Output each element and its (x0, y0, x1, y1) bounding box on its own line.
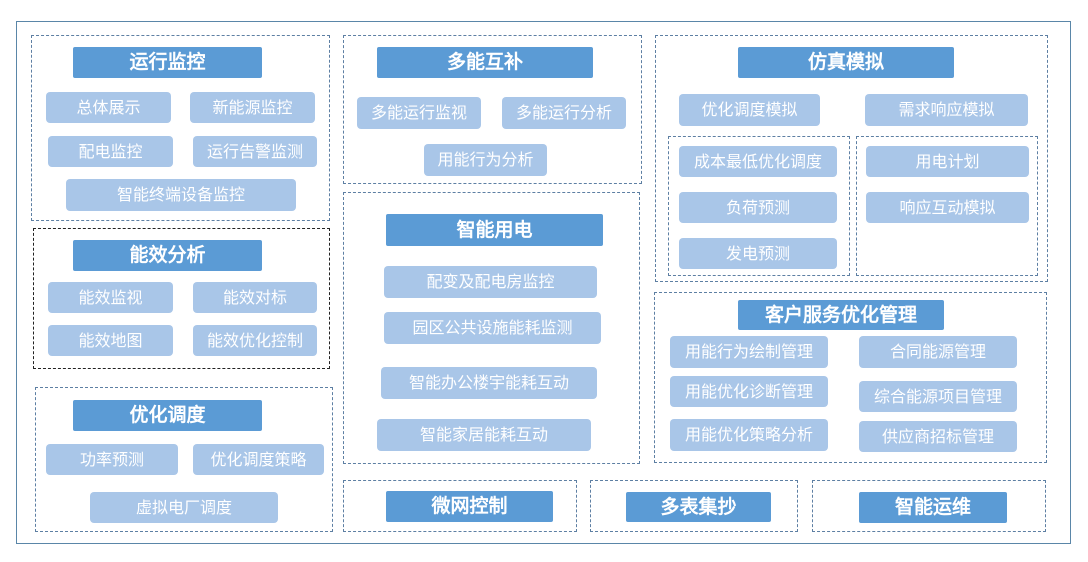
power-forecast-item[interactable]: 功率预测 (46, 444, 178, 475)
transformer-room-monitoring-item[interactable]: 配变及配电房监控 (384, 266, 597, 298)
panel-smart-power-use (343, 192, 640, 464)
generation-forecast-item[interactable]: 发电预测 (679, 238, 837, 269)
multi-energy-title: 多能互补 (377, 47, 593, 78)
smart-power-use-title: 智能用电 (386, 214, 603, 246)
power-plan-item[interactable]: 用电计划 (866, 146, 1029, 177)
operation-monitoring-title: 运行监控 (73, 47, 262, 78)
operation-alarm-monitoring-item[interactable]: 运行告警监测 (193, 136, 317, 167)
outer-frame (16, 21, 1071, 544)
multi-energy-analysis-item[interactable]: 多能运行分析 (502, 97, 626, 129)
response-interaction-item[interactable]: 响应互动模拟 (866, 192, 1029, 223)
smart-ops-title[interactable]: 智能运维 (859, 492, 1007, 523)
panel-meter-reading (590, 480, 798, 532)
panel-operation-monitoring (31, 35, 330, 221)
panel-energy-efficiency (33, 228, 330, 369)
virtual-power-plant-item[interactable]: 虚拟电厂调度 (90, 492, 278, 523)
behavior-management-item[interactable]: 用能行为绘制管理 (670, 336, 828, 368)
smart-office-interaction-item[interactable]: 智能办公楼宇能耗互动 (381, 367, 597, 399)
microgrid-control-title[interactable]: 微网控制 (386, 491, 553, 522)
panel-multi-energy (343, 35, 642, 184)
multi-energy-monitor-item[interactable]: 多能运行监视 (357, 97, 481, 129)
energy-behavior-analysis-item[interactable]: 用能行为分析 (424, 144, 547, 176)
simulation-right-group (856, 136, 1038, 276)
efficiency-benchmark-item[interactable]: 能效对标 (193, 282, 317, 313)
smart-terminal-monitoring-item[interactable]: 智能终端设备监控 (66, 179, 296, 211)
meter-reading-title[interactable]: 多表集抄 (626, 492, 771, 522)
supplier-bidding-item[interactable]: 供应商招标管理 (859, 421, 1017, 452)
overall-display-item[interactable]: 总体展示 (46, 92, 171, 123)
panel-smart-ops (812, 480, 1046, 532)
panel-simulation (655, 35, 1048, 282)
diagnosis-management-item[interactable]: 用能优化诊断管理 (670, 376, 828, 407)
simulation-left-group (668, 136, 850, 276)
panel-optimized-dispatch (35, 387, 333, 532)
demand-response-simulation-item[interactable]: 需求响应模拟 (865, 94, 1028, 126)
dispatch-strategy-item[interactable]: 优化调度策略 (193, 444, 324, 475)
smart-home-interaction-item[interactable]: 智能家居能耗互动 (377, 419, 591, 451)
integrated-energy-project-item[interactable]: 综合能源项目管理 (859, 381, 1017, 412)
customer-service-title: 客户服务优化管理 (738, 300, 944, 330)
efficiency-optimization-item[interactable]: 能效优化控制 (193, 325, 317, 356)
optimized-dispatch-title: 优化调度 (73, 400, 262, 431)
contract-energy-item[interactable]: 合同能源管理 (859, 336, 1017, 368)
panel-customer-service (654, 292, 1047, 463)
strategy-analysis-item[interactable]: 用能优化策略分析 (670, 419, 828, 451)
new-energy-monitoring-item[interactable]: 新能源监控 (190, 92, 315, 123)
distribution-monitoring-item[interactable]: 配电监控 (48, 136, 173, 167)
efficiency-monitor-item[interactable]: 能效监视 (48, 282, 173, 313)
load-forecast-item[interactable]: 负荷预测 (679, 192, 837, 223)
dispatch-simulation-item[interactable]: 优化调度模拟 (679, 94, 820, 126)
simulation-title: 仿真模拟 (738, 47, 954, 78)
energy-efficiency-title: 能效分析 (73, 240, 262, 271)
public-facility-consumption-item[interactable]: 园区公共设施能耗监测 (384, 312, 601, 344)
efficiency-map-item[interactable]: 能效地图 (48, 325, 173, 356)
lowest-cost-dispatch-item[interactable]: 成本最低优化调度 (679, 146, 837, 177)
panel-microgrid (343, 480, 577, 532)
